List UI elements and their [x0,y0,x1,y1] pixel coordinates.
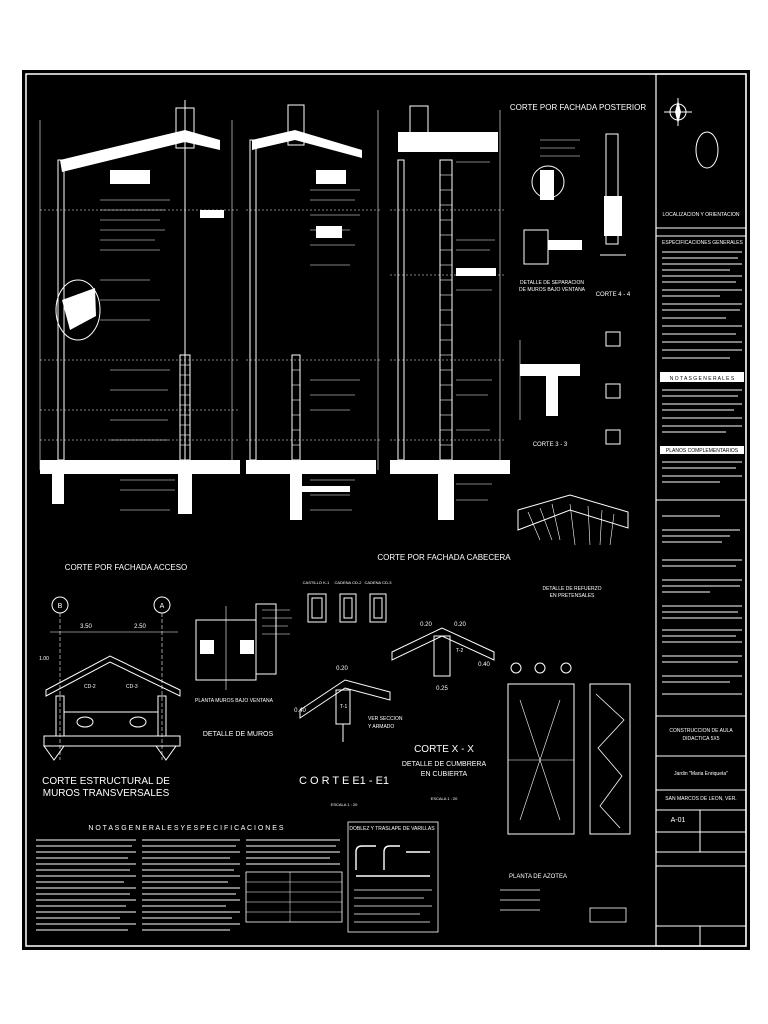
corte-xx: 0.20 0.20 0.25 0.40 T-2 [391,622,495,692]
especificaciones-text [662,251,742,359]
title-notas-generales: N O T A S G E N E R A L E S Y E S P E C … [88,825,284,832]
ubicacion-label: SAN MARCOS DE LEON, VER. [665,796,736,802]
castillos-cadenas: CASTILLO K-1 CADENA CD-2 CADENA CD-3 [303,580,393,623]
title-corte-cabecera: CORTE POR FACHADA CABECERA [377,553,511,562]
corte-fachada-cabecera-a [246,104,380,520]
corte-3-3: CORTE 3 - 3 [519,331,621,448]
label-t2: T-2 [456,648,463,654]
doblez-traslape-box [347,821,439,933]
axis-b-label: B [58,603,63,610]
label-detalle-muros: DETALLE DE MUROS [203,731,274,738]
notas-text [662,389,742,433]
corte-fachada-acceso [39,100,240,514]
notas-generales-text [36,839,340,931]
planta-muros: PLANTA MUROS BAJO VENTANA DETALLE DE MUR… [195,603,292,738]
plano-numero: A-01 [671,817,686,824]
dim-040b: 0.40 [478,662,490,668]
label-t1: T-1 [340,704,347,710]
notas-heading: N O T A S G E N E R A L E S [670,376,735,382]
especificaciones-heading: ESPECIFICACIONES GENERALES [662,240,744,246]
cadena-cd2-label: CADENA CD-2 [335,580,363,585]
varilla-doblez-icon [355,845,430,877]
title-corte-posterior: CORTE POR FACHADA POSTERIOR [510,103,647,112]
planos-heading: PLANOS COMPLEMENTARIOS [666,448,739,454]
tabla-recubrimientos [245,871,343,923]
dim-350: 3.50 [80,624,92,630]
label-cd2: CD-2 [84,684,96,690]
dim-040a: 0.40 [294,708,306,714]
castillo-k1-label: CASTILLO K-1 [303,580,330,585]
localizacion-label: LOCALIZACION Y ORIENTACION [663,212,740,218]
label-planta-muros: PLANTA MUROS BAJO VENTANA [195,698,274,704]
escuela-label: Jardin "Maria Enriqueta" [674,771,728,777]
title-corte-xx: CORTE X - X [414,744,474,755]
corte-fachada-cabecera-b [390,105,510,520]
especificaciones-aceros-text [662,515,742,695]
dim-020a: 0.20 [336,666,348,672]
dim-020b: 0.20 [420,622,432,628]
dim-025: 0.25 [436,686,448,692]
cadena-cd3-label: CADENA CD-3 [365,580,393,585]
escala-e1: ESCALA 1 : 20 [331,802,358,807]
label-corte-3-3: CORTE 3 - 3 [533,442,568,448]
north-arrow-icon [664,98,692,126]
label-cd3: CD-3 [126,684,138,690]
escala-xx: ESCALA 1 : 20 [431,796,458,801]
corte-estructural: B A 3.50 2.50 1.00 CD-2 CD-3 [39,596,181,761]
planta-azotea: PLANTA DE AZOTEA [507,662,631,880]
dim-250: 2.50 [134,624,146,630]
title-block [655,73,747,947]
axis-a-label: A [160,603,165,610]
dim-100: 1.00 [39,656,49,662]
title-corte-e1: C O R T E E1 - E1 [299,775,389,787]
label-planta-azotea: PLANTA DE AZOTEA [509,874,567,880]
location-map [695,131,719,169]
label-doblez: DOBLEZ Y TRASLAPE DE VARILLAS [349,826,435,832]
label-corte-4-4: CORTE 4 - 4 [596,292,631,298]
corte-4-4: CORTE 4 - 4 [596,133,631,298]
title-corte-acceso: CORTE POR FACHADA ACCESO [65,563,188,572]
dim-020c: 0.20 [454,622,466,628]
